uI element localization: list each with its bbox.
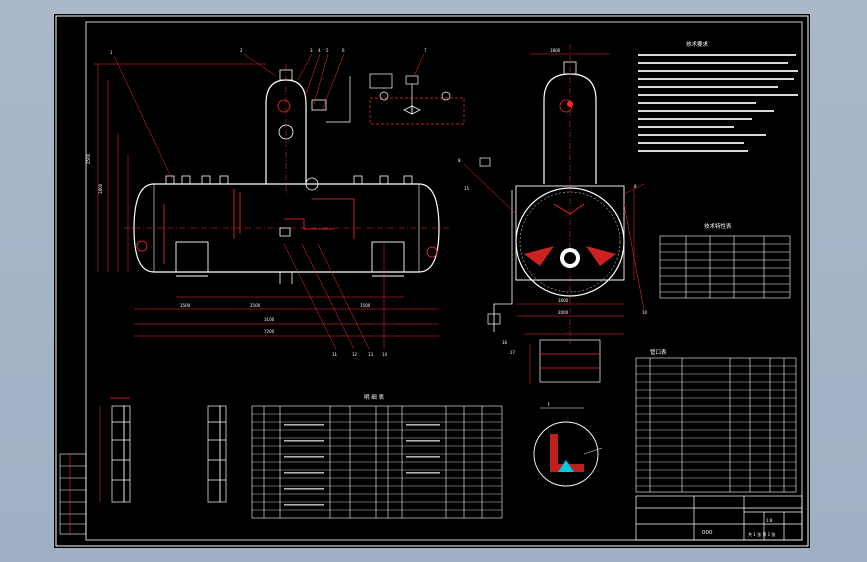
tech-requirements: 技术要求 [638,40,798,152]
title-block-drawing-no: 000 [702,530,713,536]
drawing-canvas: 1500 2500 1500 3100 7200 2500 1800 [55,15,809,547]
title-block: 000 1:8 共 1 张 第 1 张 [635,495,803,541]
balloon-labels: 1 2 3 4 5 6 7 8 9 10 11 12 13 14 15 16 1… [110,48,648,357]
left-detail-plates [99,397,227,503]
svg-text:1500: 1500 [360,303,371,308]
parts-list: 明 细 表 [251,393,503,519]
balloon-15: 15 [464,186,470,191]
svg-text:1800: 1800 [98,183,103,194]
front-view-vessel: 1500 2500 1500 3100 7200 2500 1800 [86,53,449,350]
balloon-10: 10 [642,310,648,315]
tech-params-title: 技术特性表 [704,222,732,230]
detail-view-weld: I [533,402,603,487]
detail-label: I [548,402,550,408]
balloon-13: 13 [368,352,374,357]
balloon-9: 9 [634,184,637,189]
svg-text:2000: 2000 [558,310,569,315]
balloon-4: 4 [318,48,321,53]
nozzle-table-title: 管口表 [650,348,667,356]
svg-text:7200: 7200 [264,329,275,334]
side-view-vessel: 1600 2000 1800 [463,44,645,344]
left-margin-strip [59,453,87,535]
valve-assembly [326,53,465,125]
balloon-17: 17 [510,350,516,355]
balloon-1: 1 [110,50,113,55]
svg-text:3100: 3100 [264,317,275,322]
svg-text:1600: 1600 [558,298,569,303]
tech-params-table: 技术特性表 [659,222,791,299]
balloon-12: 12 [352,352,358,357]
svg-text:1500: 1500 [180,303,191,308]
saddle-plan [524,333,624,384]
outer-frame [55,15,809,547]
balloon-14: 14 [382,352,388,357]
balloon-6: 6 [342,48,345,53]
balloon-2: 2 [240,48,243,53]
title-block-sheet: 共 1 张 第 1 张 [748,531,775,537]
balloon-5: 5 [326,48,329,53]
svg-text:2500: 2500 [86,153,91,164]
balloon-11: 11 [332,352,338,357]
inner-frame [85,21,803,541]
balloon-8: 8 [458,158,461,163]
title-block-scale: 1:8 [766,518,773,523]
nozzle-table: 管口表 [635,348,797,493]
svg-text:1800: 1800 [550,48,561,53]
parts-list-title: 明 细 表 [364,393,384,401]
balloon-7: 7 [424,48,427,53]
svg-text:2500: 2500 [250,303,261,308]
balloon-16: 16 [502,340,508,345]
balloon-3: 3 [310,48,313,53]
drawing-sheet: 1500 2500 1500 3100 7200 2500 1800 [54,14,810,548]
tech-requirements-title: 技术要求 [686,40,709,48]
